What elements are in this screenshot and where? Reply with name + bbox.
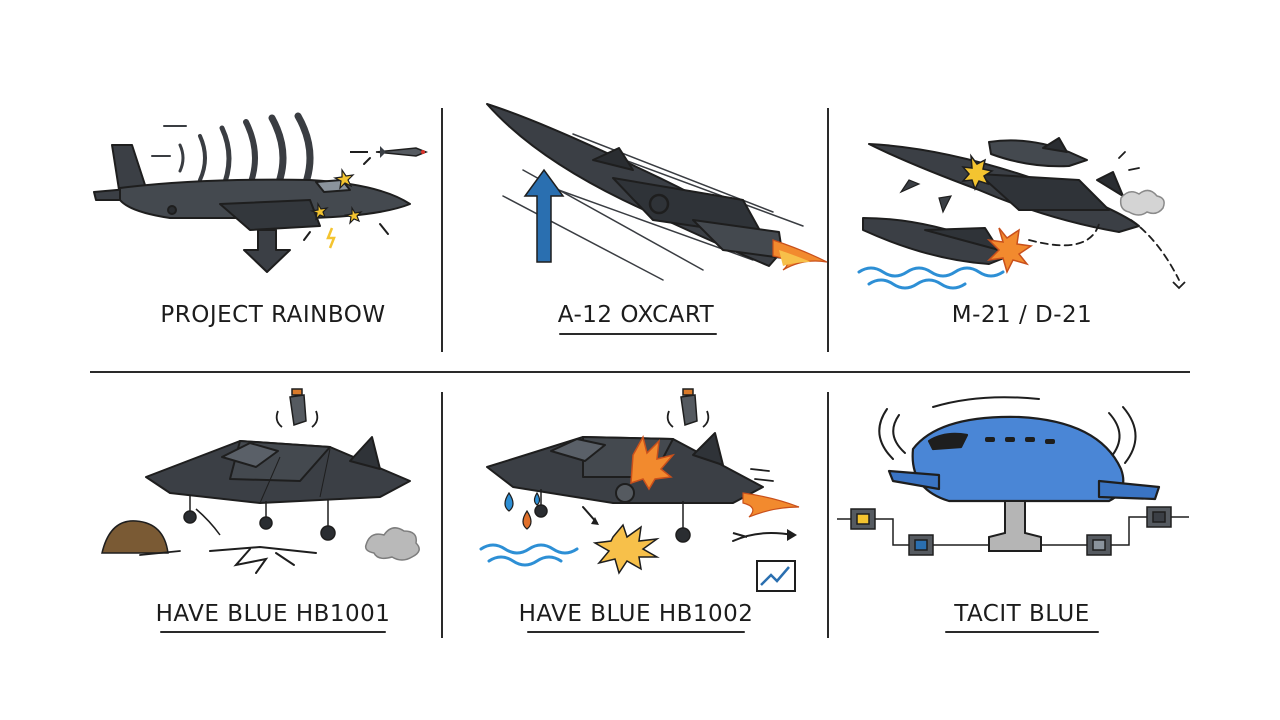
- explosion-icon: [630, 434, 676, 491]
- title-underline: [160, 631, 386, 633]
- dirt-mound-icon: [101, 520, 169, 554]
- explosion-icon: [986, 227, 1034, 275]
- vertical-divider-bottom-right: [827, 392, 829, 638]
- aircraft-m21-icon: [868, 143, 1140, 233]
- aircraft-project-rainbow-icon: [93, 144, 411, 231]
- aircraft-have-blue-icon: [486, 432, 764, 504]
- m21-d21-illustration: [857, 137, 1186, 290]
- explosion-icon: [961, 153, 994, 191]
- fuel-drop-icon: [504, 491, 541, 530]
- panel-tacit-blue: TACIT BLUE: [829, 385, 1215, 645]
- aircraft-tacit-blue-icon: [887, 415, 1161, 503]
- vertical-divider-bottom-left: [441, 392, 443, 638]
- panel-project-rainbow: PROJECT RAINBOW: [80, 100, 466, 360]
- a12-oxcart-illustration: [486, 103, 828, 281]
- project-rainbow-illustration: [93, 112, 429, 273]
- ejection-seat-icon: [666, 388, 710, 428]
- ejection-seat-icon: [275, 388, 319, 428]
- aircraft-have-blue-icon: [145, 436, 411, 504]
- smoke-cloud-icon: [364, 527, 420, 561]
- missile-icon: [350, 146, 429, 158]
- engine-fire-icon: [742, 492, 800, 518]
- panel-title: PROJECT RAINBOW: [160, 302, 386, 328]
- aircraft-a12-oxcart-icon: [486, 103, 784, 267]
- panel-have-blue-hb1002: HAVE BLUE HB1002: [443, 385, 829, 645]
- panel-title: HAVE BLUE HB1002: [518, 601, 754, 627]
- title-underline: [527, 631, 745, 633]
- panel-m21-d21: M-21 / D-21: [829, 100, 1215, 360]
- panel-a12-oxcart: A-12 OXCART: [443, 100, 829, 360]
- title-underline: [945, 631, 1099, 633]
- crash-explosion-icon: [592, 523, 660, 575]
- panel-title: A-12 OXCART: [557, 302, 715, 328]
- display-stand-icon: [988, 500, 1042, 552]
- horizontal-divider: [90, 371, 1190, 373]
- water-icon: [479, 543, 579, 567]
- radar-wave-icon: [878, 396, 1137, 464]
- have-blue-hb1001-illustration: [101, 388, 420, 574]
- panel-title: HAVE BLUE HB1001: [155, 601, 391, 627]
- chart-icon: [756, 560, 796, 592]
- water-icon: [857, 266, 1005, 290]
- spark-icon: [309, 168, 363, 249]
- landing-gear-icon: [534, 489, 691, 543]
- panel-have-blue-hb1001: HAVE BLUE HB1001: [80, 385, 466, 645]
- aircraft-crashing-icon: [862, 217, 1010, 265]
- engine-fire-icon: [772, 239, 828, 271]
- panel-title: TACIT BLUE: [954, 601, 1090, 627]
- title-underline: [559, 333, 717, 335]
- smoke-cloud-icon: [1119, 189, 1165, 216]
- up-arrow-icon: [523, 168, 565, 263]
- down-arrow-icon: [243, 229, 291, 273]
- aircraft-d21-drone-icon: [988, 137, 1088, 168]
- landing-gear-icon: [183, 495, 336, 541]
- vertical-divider-top-left: [441, 108, 443, 352]
- engine-icon: [615, 483, 635, 503]
- tacit-blue-illustration: [837, 396, 1189, 556]
- panel-title: M-21 / D-21: [951, 302, 1093, 328]
- have-blue-hb1002-illustration: [479, 388, 800, 592]
- vertical-divider-top-right: [827, 108, 829, 352]
- arrow-icons: [899, 179, 953, 214]
- ground-crack-icon: [209, 545, 317, 574]
